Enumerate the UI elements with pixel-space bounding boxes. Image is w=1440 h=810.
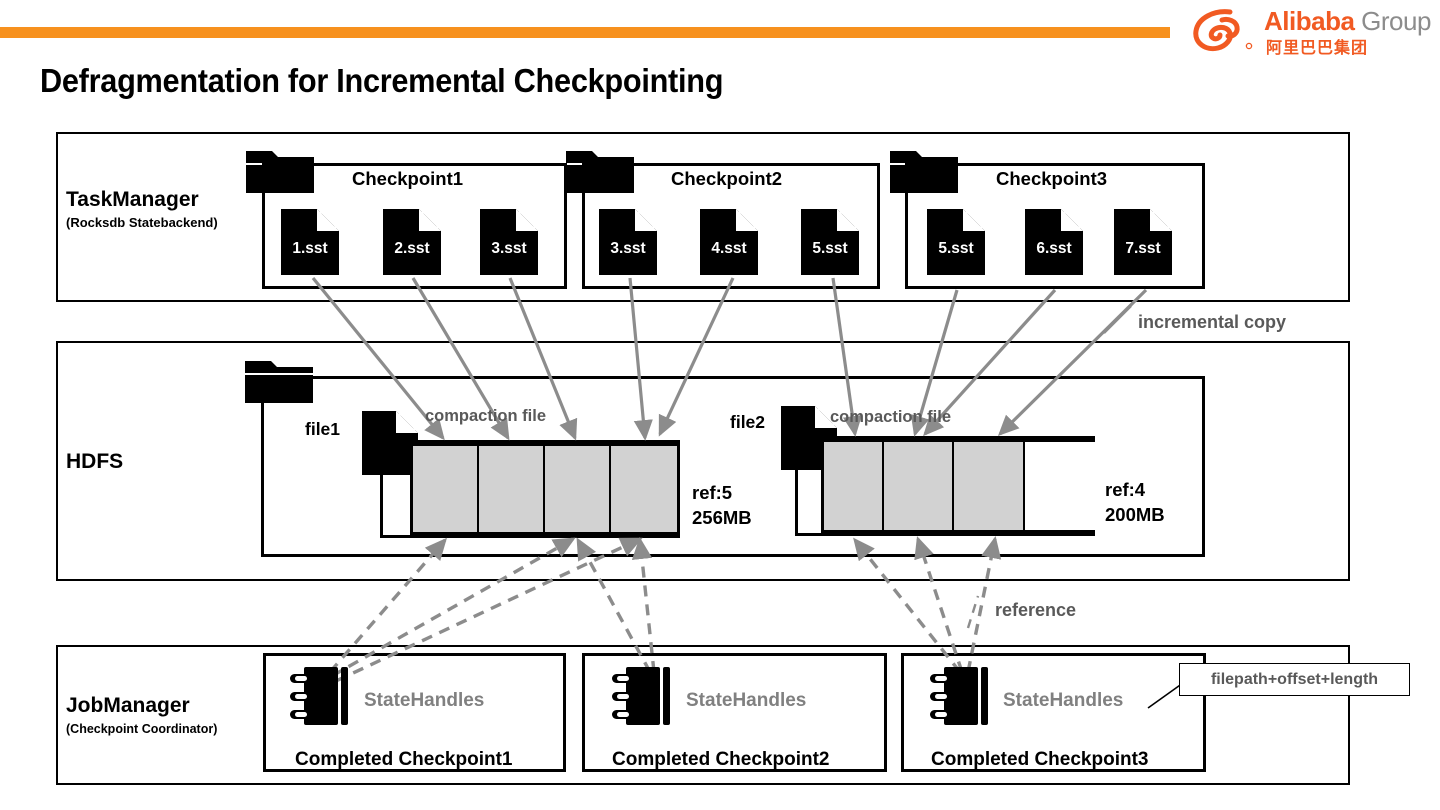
sst-file-label: 2.sst (394, 240, 430, 257)
hdfs-segment[interactable] (824, 442, 884, 530)
sst-file-label: 3.sst (491, 240, 527, 257)
hdfs-file1-segments[interactable] (410, 443, 680, 535)
statehandles-label-2: StateHandles (686, 690, 807, 711)
hdfs-file2-ref: ref:4 200MB (1105, 478, 1165, 528)
completed-checkpoint-caption-1: Completed Checkpoint1 (295, 749, 513, 770)
completed-checkpoint-caption-2: Completed Checkpoint2 (612, 749, 830, 770)
logo-suffix: Group (1361, 6, 1431, 36)
completed-checkpoint-caption-3: Completed Checkpoint3 (931, 749, 1149, 770)
folder-icon (246, 151, 314, 193)
checkpoint-title-3: Checkpoint3 (996, 168, 1108, 189)
folder-icon (890, 151, 958, 193)
orange-accent-bar (0, 27, 1170, 38)
folder-icon (566, 151, 634, 193)
sst-file-label: 4.sst (711, 240, 747, 257)
hdfs-segment[interactable] (545, 446, 611, 532)
statehandles-notebook-icon (612, 667, 670, 725)
statehandles-notebook-icon (290, 667, 348, 725)
alibaba-logo-icon (1193, 9, 1253, 52)
hdfs-segment[interactable] (954, 442, 1025, 530)
sst-file-label: 5.sst (812, 240, 848, 257)
statehandles-label-3: StateHandles (1003, 690, 1124, 711)
sst-file-label: 7.sst (1125, 240, 1161, 257)
hdfs-file2-ref-count: ref:4 (1105, 479, 1146, 500)
taskmanager-title: TaskManager (66, 188, 199, 211)
hdfs-segment[interactable] (611, 446, 677, 532)
incremental-copy-label: incremental copy (1138, 312, 1287, 332)
compaction-file-label-1: compaction file (425, 407, 547, 425)
taskmanager-label: TaskManager (Rocksdb Statebackend) (66, 188, 218, 230)
sst-file-icon (599, 209, 657, 275)
logo-wordmark: Alibaba Group (1264, 6, 1431, 37)
logo-brand: Alibaba (1264, 6, 1355, 36)
jobmanager-title: JobManager (66, 694, 190, 717)
hdfs-file1-size: 256MB (692, 506, 752, 528)
sst-file-icon (801, 209, 859, 275)
hdfs-file2-size: 200MB (1105, 503, 1165, 525)
hdfs-file1-ref: ref:5 256MB (692, 481, 752, 531)
statehandles-notebook-icon (930, 667, 988, 725)
hdfs-file1-ref-count: ref:5 (692, 482, 733, 503)
sst-file-icon (383, 209, 441, 275)
checkpoint-title-2: Checkpoint2 (671, 168, 783, 189)
compaction-file-label-2: compaction file (830, 408, 952, 426)
sst-file-icon (1025, 209, 1083, 275)
logo-chinese: 阿里巴巴集团 (1266, 40, 1369, 57)
sst-file-icon (281, 209, 339, 275)
page-title: Defragmentation for Incremental Checkpoi… (40, 62, 724, 99)
filepath-callout: filepath+offset+length (1179, 663, 1410, 696)
alibaba-logo: Alibaba Group 阿里巴巴集团 (1192, 4, 1432, 57)
jobmanager-sublabel: (Checkpoint Coordinator) (66, 722, 218, 736)
jobmanager-label: JobManager (Checkpoint Coordinator) (66, 694, 217, 736)
sst-file-icon (700, 209, 758, 275)
hdfs-title: HDFS (66, 450, 124, 473)
checkpoint-title-1: Checkpoint1 (352, 168, 464, 189)
sst-file-icon (480, 209, 538, 275)
folder-icon (245, 361, 313, 403)
hdfs-file2-segments[interactable] (821, 439, 1095, 533)
sst-file-icon (1114, 209, 1172, 275)
sst-file-label: 3.sst (610, 240, 646, 257)
statehandles-label-1: StateHandles (364, 690, 485, 711)
hdfs-file1-name: file1 (305, 419, 341, 439)
hdfs-file2-name: file2 (730, 412, 766, 432)
hdfs-segment[interactable] (479, 446, 545, 532)
sst-file-label: 1.sst (292, 240, 328, 257)
sst-file-label: 5.sst (938, 240, 974, 257)
hdfs-segment[interactable] (413, 446, 479, 532)
sst-file-label: 6.sst (1036, 240, 1072, 257)
hdfs-segment[interactable] (883, 442, 955, 530)
taskmanager-sublabel: (Rocksdb Statebackend) (66, 215, 218, 230)
reference-label: reference (995, 600, 1077, 620)
hdfs-label: HDFS (66, 450, 123, 474)
hdfs-segment-empty[interactable] (1024, 442, 1095, 530)
sst-file-icon (927, 209, 985, 275)
